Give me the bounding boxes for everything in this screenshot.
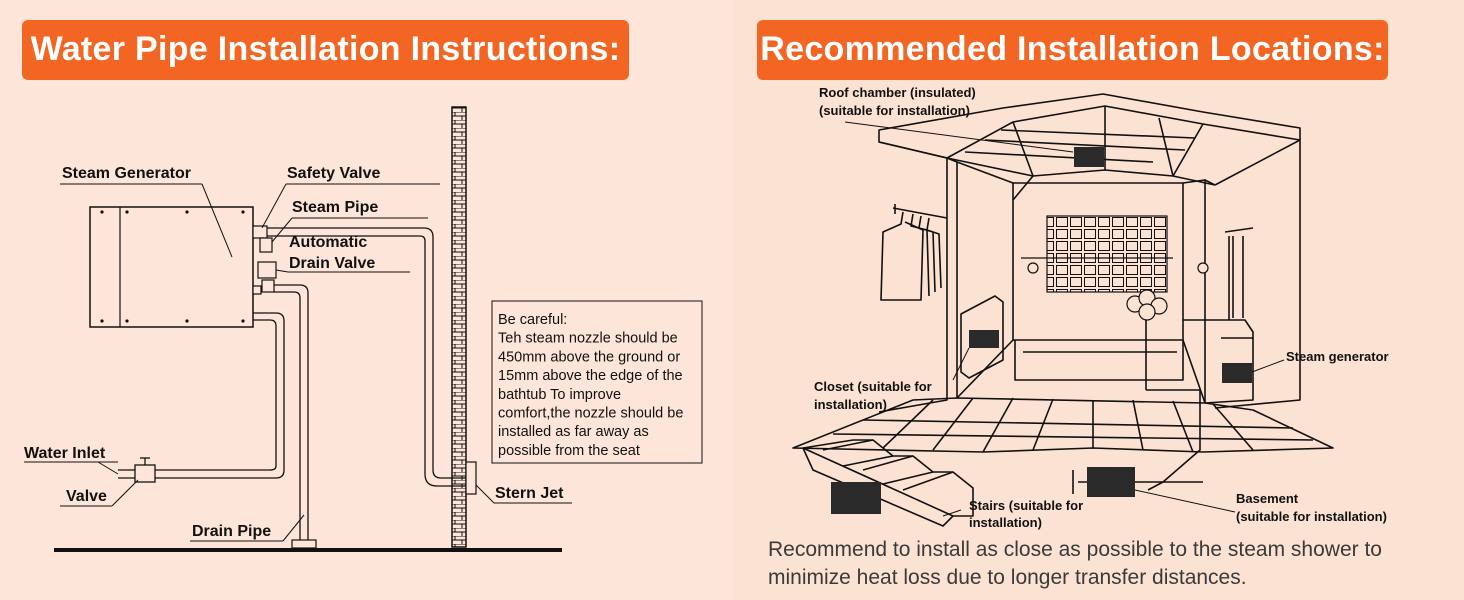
caution-note-line: 15mm above the edge of the [498,368,683,384]
basement-generator-box [1087,467,1135,497]
caution-note-line: Teh steam nozzle should be [498,331,678,347]
drain-pipe [274,284,309,540]
label-drain-pipe: Drain Pipe [192,523,271,540]
stairs-generator-box [831,482,881,514]
brick-wall [451,106,467,548]
left-wall [878,141,948,413]
steam-cloud-icon [1126,289,1168,321]
label-safety-valve: Safety Valve [287,165,381,182]
cabinet-generator-box [1222,363,1252,383]
house-cutaway-diagram: Roof chamber (insulated) (suitable for i… [792,85,1389,530]
closet-generator-box [969,330,999,348]
label-drain-valve: Drain Valve [289,255,375,272]
floor-grid [792,397,1334,453]
roof-generator-box [1074,147,1104,167]
label-closet-suitable: installation) [814,397,887,412]
label-water-inlet: Water Inlet [24,445,106,462]
location-recommendation-text: Recommend to install as close as possibl… [768,538,1382,589]
caution-note-line: comfort,the nozzle should be [498,406,683,422]
label-roof-suitable: (suitable for installation) [819,103,970,118]
stern-jet-fitting [465,461,477,495]
installation-locations-panel: Recommended Installation Locations: [733,0,1464,600]
label-closet: Closet (suitable for [814,379,932,394]
pipe-installation-diagram: Steam Generator Safety Valve Steam Pipe … [24,106,703,552]
installation-locations-title: Recommended Installation Locations: [757,20,1388,80]
tiled-back-wall [1046,215,1168,293]
stairs [802,447,954,527]
label-steam-generator: Steam Generator [62,165,191,182]
label-basement: Basement [1236,491,1299,506]
label-stairs-suitable: installation) [969,515,1042,530]
caution-note-box [491,300,703,464]
label-basement-suitable: (suitable for installation) [1236,509,1387,524]
label-steam-pipe: Steam Pipe [292,199,378,216]
inlet-valve [134,457,156,483]
caution-note-line: installed as far away as [498,424,649,440]
caution-note-text: Be careful: Teh steam nozzle should be 450… [498,312,683,459]
label-stairs: Stairs (suitable for [969,498,1083,513]
label-stern-jet: Stern Jet [495,485,564,502]
pipe-installation-title: Water Pipe Installation Instructions: [22,20,629,80]
caution-note-line: Be careful: [498,312,567,328]
steam-pipe [267,227,470,487]
caution-note-line: bathtub To improve [498,387,621,403]
label-roof-chamber: Roof chamber (insulated) [819,85,976,100]
pipe-installation-panel: Water Pipe Installation Instructions: [22,20,703,552]
label-valve: Valve [66,488,107,505]
caution-note-line: 450mm above the ground or [498,349,680,365]
right-wall [1214,139,1301,409]
steam-generator-unit [89,206,254,328]
valve-fittings [252,225,277,295]
caution-note-line: possible from the seat [498,443,640,459]
label-steam-generator-location: Steam generator [1286,349,1389,364]
water-inlet-pipe [118,312,285,479]
label-automatic: Automatic [289,234,367,251]
